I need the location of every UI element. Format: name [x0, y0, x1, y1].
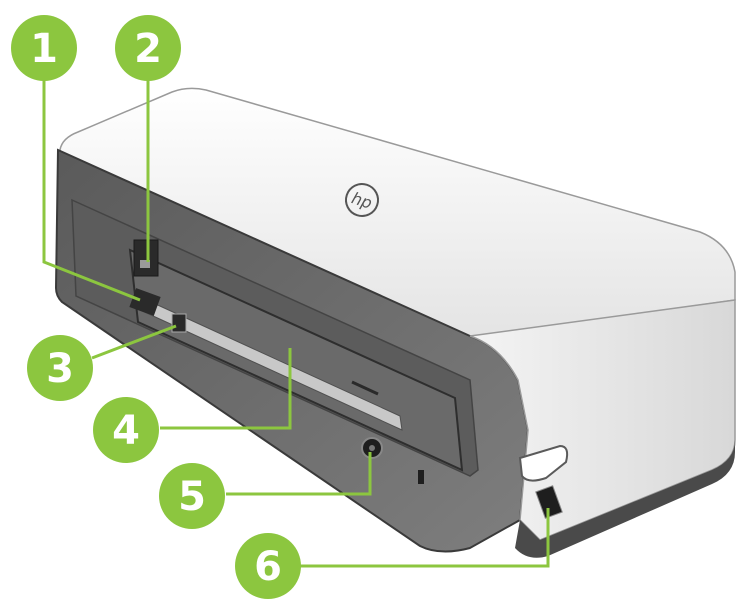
callout-1: 1 [11, 15, 77, 81]
printer-side-slot [518, 444, 569, 482]
callout-3: 3 [27, 335, 93, 401]
leader-line-4 [160, 348, 292, 430]
printer-top-surface [59, 87, 736, 339]
callout-2: 2 [115, 15, 181, 81]
callout-leader-lines [42, 70, 550, 568]
connector-1 [129, 288, 161, 316]
callout-4: 4 [93, 397, 159, 463]
lock-slot [418, 470, 424, 484]
power-jack-core [369, 445, 375, 451]
callout-1-label: 1 [30, 26, 58, 72]
side-port [535, 485, 563, 519]
callout-markers: 1 2 3 4 5 6 [11, 15, 301, 599]
connector-3 [171, 313, 187, 333]
callout-3-label: 3 [46, 346, 74, 392]
callout-2-label: 2 [134, 26, 162, 72]
leader-line-5 [226, 452, 372, 496]
leader-line-1 [42, 78, 141, 302]
printer-base-strip [515, 440, 735, 558]
leader-line-6 [300, 508, 550, 568]
callout-5: 5 [159, 463, 225, 529]
callout-5-label: 5 [178, 474, 206, 520]
leader-line-3 [91, 324, 177, 360]
callout-6-label: 6 [254, 544, 282, 590]
panel-mark [351, 380, 379, 396]
callout-6: 6 [235, 533, 301, 599]
printer-body [54, 87, 736, 558]
callout-4-label: 4 [112, 408, 140, 454]
connector-2 [133, 239, 159, 277]
connector-2-inner [140, 260, 150, 268]
